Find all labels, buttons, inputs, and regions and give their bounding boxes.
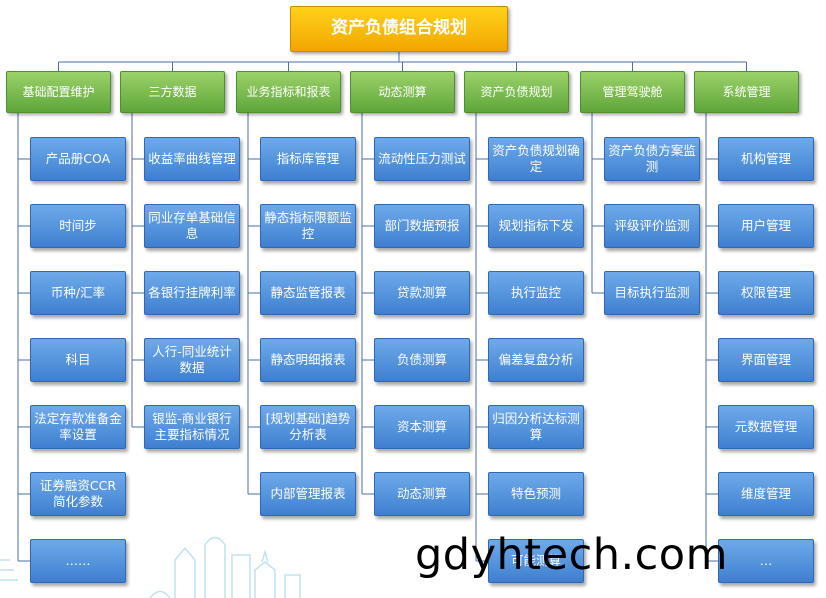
business-metrics-item: 指标库管理 [260,137,356,181]
dynamic-calc-item: 流动性压力测试 [374,137,470,181]
base-config-item: 时间步 [30,204,126,248]
third-party-data-item: 银监-商业银行主要指标情况 [144,405,240,449]
base-config-item: 法定存款准备金率设置 [30,405,126,449]
alm-planning-item: 归因分析达标测算 [488,405,584,449]
system-admin-item: 元数据管理 [718,405,814,449]
alm-planning-item: 资产负债规划确定 [488,137,584,181]
system-admin-item: 界面管理 [718,338,814,382]
dynamic-calc-item: 部门数据预报 [374,204,470,248]
system-admin-item: 用户管理 [718,204,814,248]
cockpit-item: 资产负债方案监测 [604,137,700,181]
third-party-data-item: 收益率曲线管理 [144,137,240,181]
business-metrics-item: 内部管理报表 [260,472,356,516]
alm-planning-item: 特色预测 [488,472,584,516]
cockpit-item: 目标执行监测 [604,271,700,315]
business-metrics-item: 静态监管报表 [260,271,356,315]
base-config-item: …… [30,539,126,583]
root-node: 资产负债组合规划 [290,6,508,52]
business-metrics-item: 静态明细报表 [260,338,356,382]
base-config-item: 产品册COA [30,137,126,181]
system-admin-item: … [718,539,814,583]
system-admin-item: 维度管理 [718,472,814,516]
category-dynamic-calc: 动态测算 [350,71,455,113]
category-cockpit: 管理驾驶舱 [580,71,685,113]
third-party-data-item: 各银行挂牌利率 [144,271,240,315]
dynamic-calc-item: 贷款测算 [374,271,470,315]
category-alm-planning: 资产负债规划 [464,71,569,113]
dynamic-calc-item: 动态测算 [374,472,470,516]
base-config-item: 科目 [30,338,126,382]
base-config-item: 证券融资CCR简化参数 [30,472,126,516]
alm-planning-item: 执行监控 [488,271,584,315]
cockpit-item: 评级评价监测 [604,204,700,248]
alm-planning-item: 可能测算 [488,539,584,583]
third-party-data-item: 同业存单基础信息 [144,204,240,248]
base-config-item: 币种/汇率 [30,271,126,315]
system-admin-item: 权限管理 [718,271,814,315]
alm-planning-item: 规划指标下发 [488,204,584,248]
category-system-admin: 系统管理 [694,71,799,113]
dynamic-calc-item: 资本测算 [374,405,470,449]
category-base-config: 基础配置维护 [6,71,111,113]
business-metrics-item: [规划基础]趋势分析表 [260,405,356,449]
category-business-metrics: 业务指标和报表 [236,71,341,113]
business-metrics-item: 静态指标限额监控 [260,204,356,248]
third-party-data-item: 人行-同业统计数据 [144,338,240,382]
system-admin-item: 机构管理 [718,137,814,181]
watermark-text: gdyhtech.com [415,530,729,580]
dynamic-calc-item: 负债测算 [374,338,470,382]
alm-planning-item: 偏差复盘分析 [488,338,584,382]
category-third-party-data: 三方数据 [120,71,225,113]
